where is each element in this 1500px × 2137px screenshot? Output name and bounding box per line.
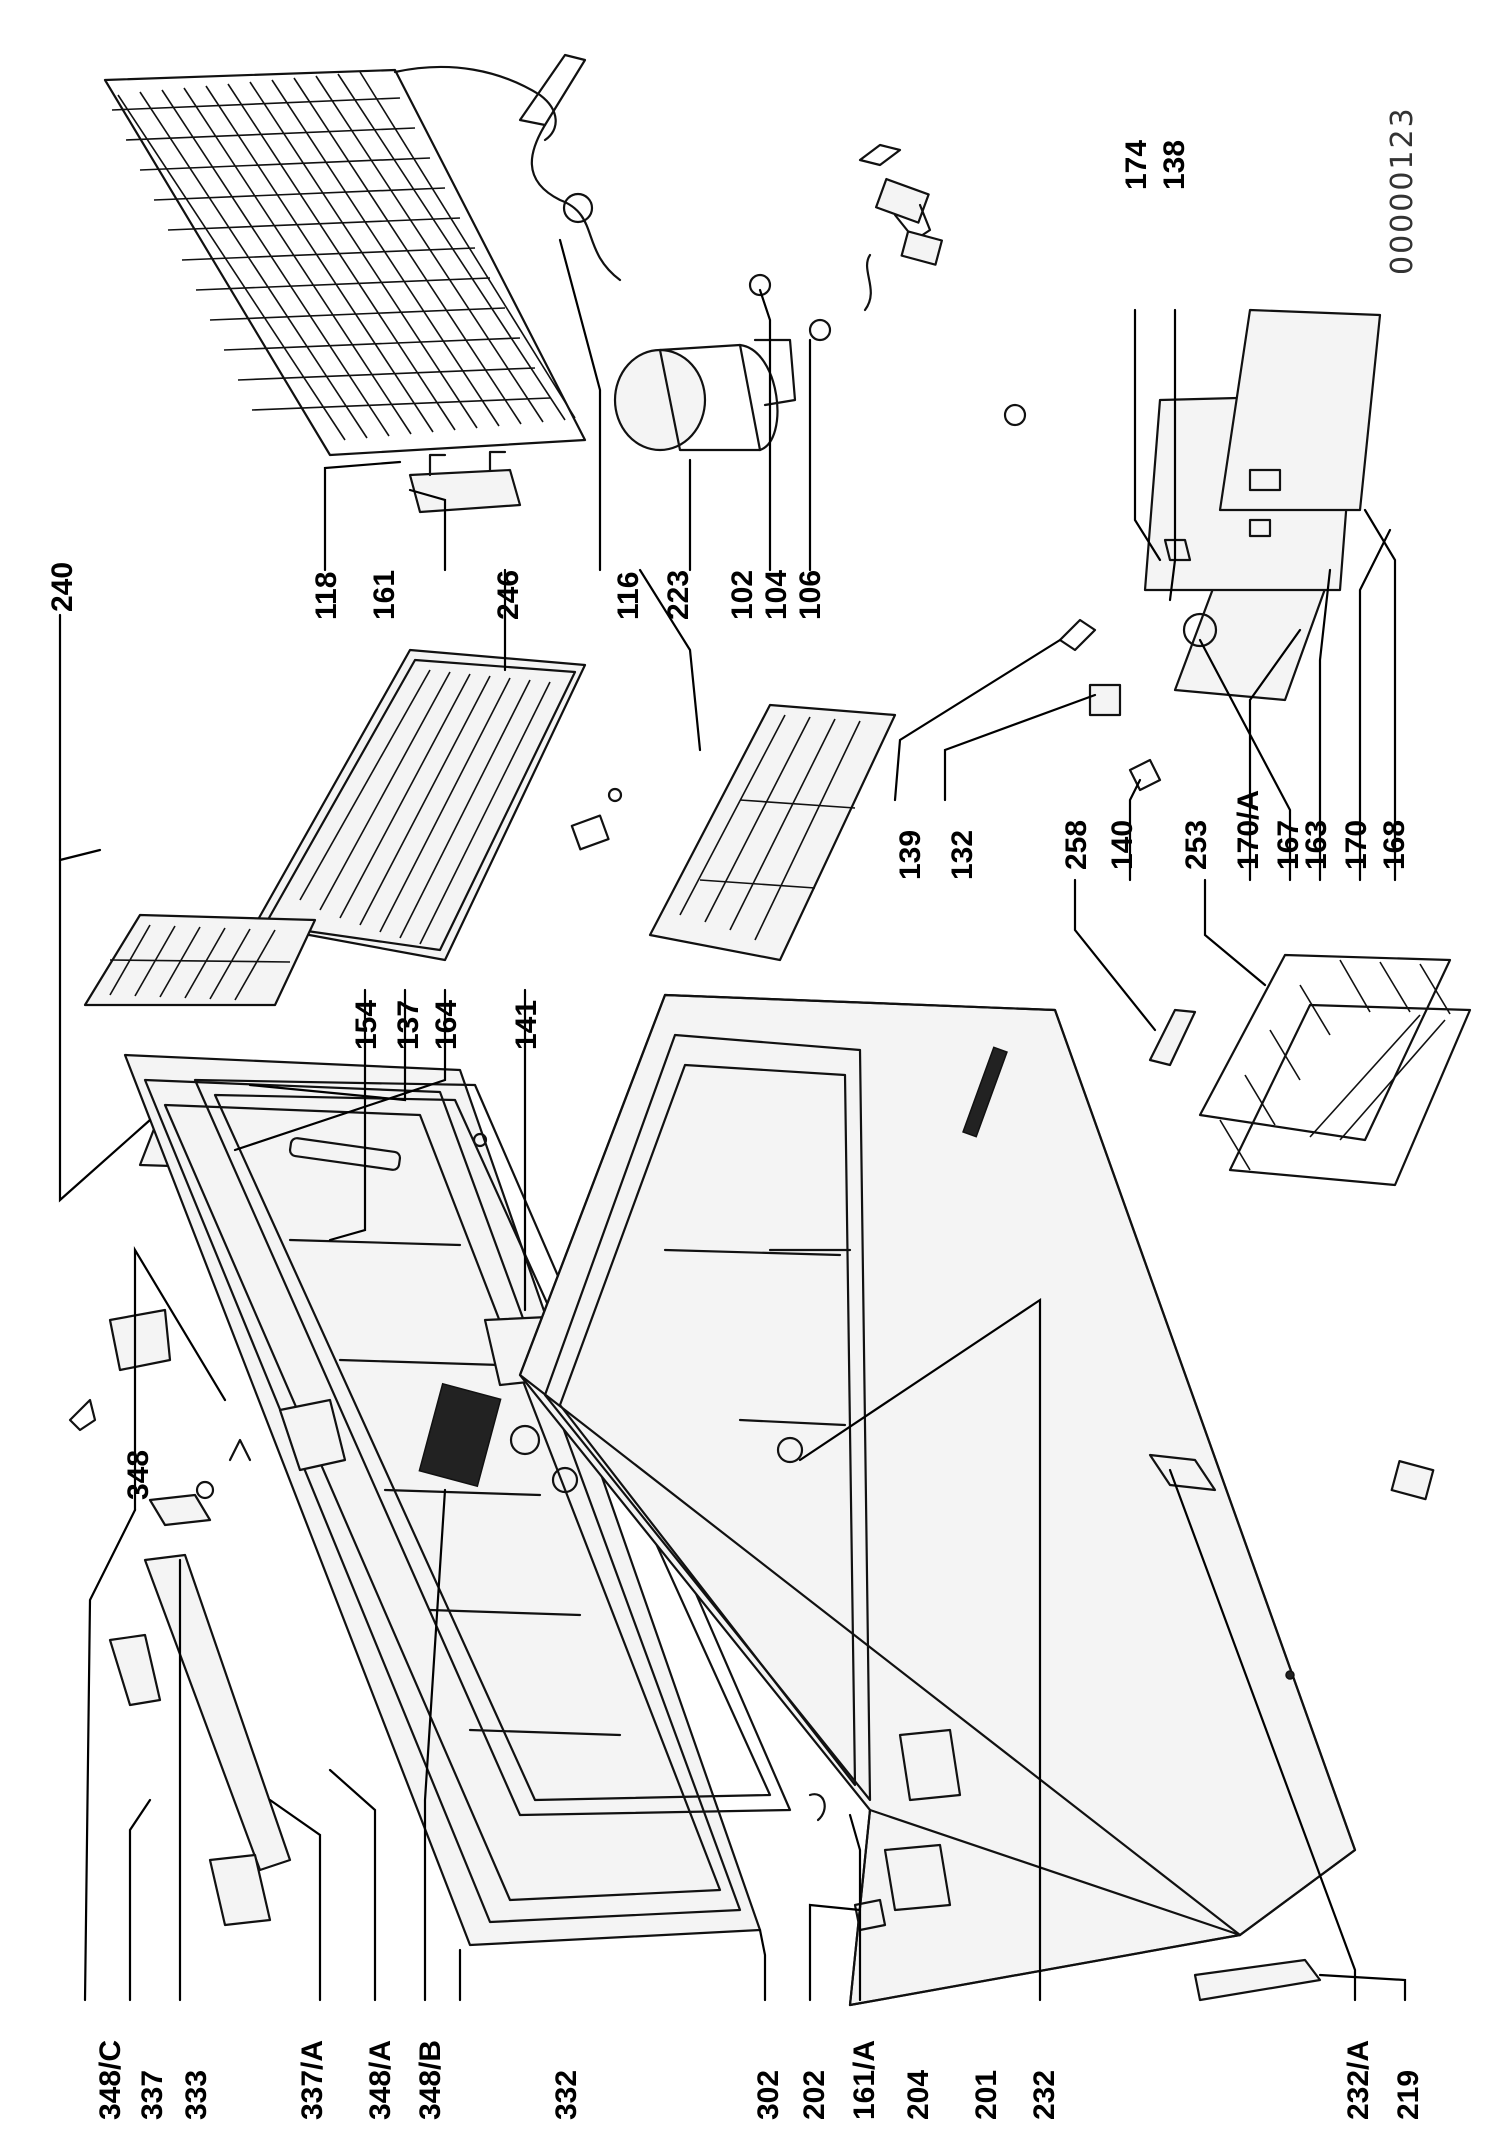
label-348c: 348/C: [94, 2040, 127, 2120]
label-116: 116: [612, 572, 645, 620]
label-337a: 337/A: [296, 2040, 329, 2120]
handle-assembly: [68, 1308, 347, 1927]
grille-223: [648, 703, 897, 962]
label-348a: 348/A: [364, 2040, 397, 2120]
label-138: 138: [1158, 140, 1191, 190]
label-202: 202: [798, 2070, 831, 2120]
label-102: 102: [726, 570, 759, 620]
label-240: 240: [46, 562, 79, 612]
label-232: 232: [1028, 2070, 1061, 2120]
label-348: 348: [122, 1450, 155, 1500]
control-panel: [1058, 308, 1382, 792]
label-163: 163: [1300, 820, 1333, 870]
lid-332: [123, 1053, 762, 1947]
label-201: 201: [970, 2070, 1003, 2120]
label-140: 140: [1106, 820, 1139, 870]
bracket-161: [408, 450, 522, 514]
label-141: 141: [510, 1000, 543, 1050]
label-204: 204: [902, 2070, 935, 2120]
label-106: 106: [794, 570, 827, 620]
label-337: 337: [136, 2070, 169, 2120]
label-332: 332: [550, 2070, 583, 2120]
label-232a: 232/A: [1342, 2040, 1375, 2120]
label-219: 219: [1392, 2070, 1425, 2120]
drier-filter: [518, 53, 622, 282]
evaporator-plate-246: [253, 648, 587, 962]
label-118: 118: [310, 572, 343, 620]
condenser-grid: [103, 65, 587, 457]
label-132: 132: [946, 830, 979, 880]
label-174: 174: [1120, 140, 1153, 190]
label-258: 258: [1060, 820, 1093, 870]
label-168: 168: [1378, 820, 1411, 870]
label-170a: 170/A: [1232, 790, 1265, 870]
small-clip-parts: [570, 787, 623, 851]
label-348b: 348/B: [414, 2040, 447, 2120]
label-104: 104: [760, 570, 793, 620]
label-223: 223: [662, 570, 695, 620]
label-253: 253: [1180, 820, 1213, 870]
cabinet-body: [518, 993, 1357, 2007]
label-170: 170: [1340, 820, 1373, 870]
wire-basket-253: [1198, 953, 1472, 1187]
label-161: 161: [368, 570, 401, 620]
part-labels: 240 118 161 246 116 223 102 104 106 174 …: [46, 140, 1425, 2120]
hinge-258: [1148, 1008, 1197, 1067]
label-154: 154: [350, 1000, 383, 1050]
leader-lines: [58, 238, 1407, 2002]
label-333: 333: [180, 2070, 213, 2120]
label-302: 302: [752, 2070, 785, 2120]
label-246: 246: [492, 570, 525, 620]
small-parts-bottom: [808, 1460, 1435, 2002]
compressor: [613, 338, 797, 452]
label-137: 137: [392, 1000, 425, 1050]
lid-frame-302: [193, 1078, 792, 1817]
relay-parts: [748, 143, 1027, 427]
document-id: 00000123: [1385, 106, 1420, 275]
label-167: 167: [1272, 820, 1305, 870]
label-139: 139: [894, 830, 927, 880]
label-161a: 161/A: [848, 2040, 881, 2120]
label-164: 164: [430, 1000, 463, 1050]
